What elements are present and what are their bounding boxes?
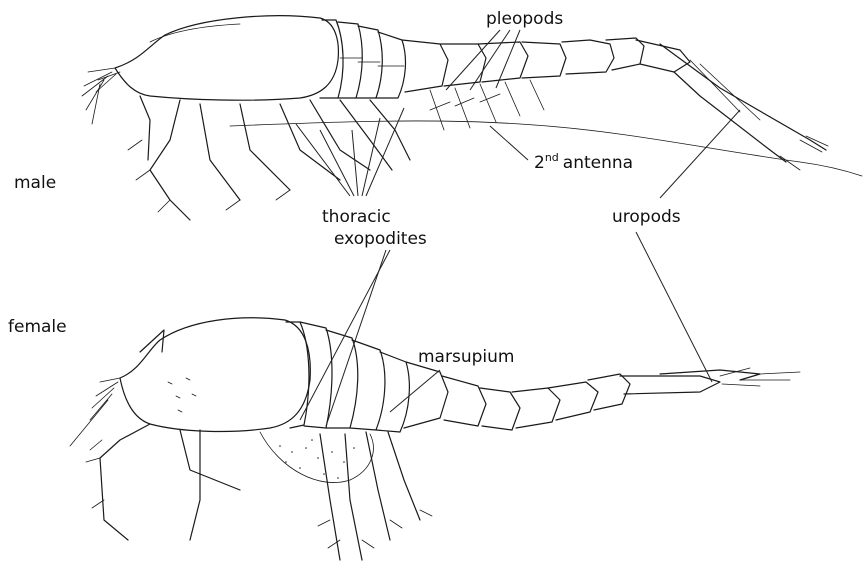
label-marsupium: marsupium: [418, 347, 514, 367]
label-uropods: uropods: [612, 207, 681, 227]
label-female: female: [8, 317, 67, 337]
marsupium-stipple: [279, 439, 355, 479]
label-thoracic: thoracic: [322, 207, 391, 227]
label-male: male: [14, 173, 56, 193]
male-carapace: [115, 16, 338, 100]
label-exopodites: exopodites: [334, 229, 427, 249]
marsupium-outline: [260, 432, 373, 483]
female-carapace: [120, 318, 310, 432]
leader-lines: [296, 30, 740, 426]
label-pleopods: pleopods: [486, 9, 563, 29]
male-specimen: [82, 16, 862, 220]
